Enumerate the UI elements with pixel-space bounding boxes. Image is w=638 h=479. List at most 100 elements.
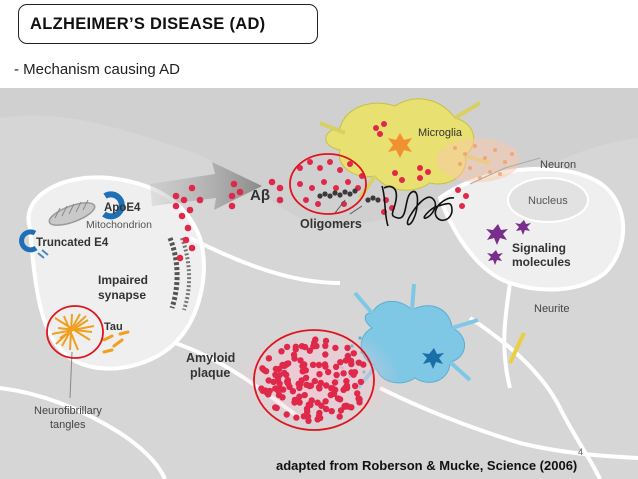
plaque-dot — [301, 361, 308, 368]
tau-tangles — [51, 313, 95, 351]
plaque-dot — [351, 382, 359, 390]
page-title: ALZHEIMER’S DISEASE (AD) — [30, 14, 266, 33]
plaque-dot — [306, 347, 313, 354]
plaque-dot — [332, 363, 340, 371]
plaque-dot — [305, 417, 312, 424]
plaque-dot — [304, 408, 311, 415]
oligomer-chains — [317, 188, 381, 203]
tau-fragments — [102, 330, 130, 354]
plaque-dot — [348, 360, 355, 368]
amyloid-plaque — [236, 326, 400, 430]
plaque-dot — [316, 409, 323, 417]
plaque-dot — [297, 357, 304, 364]
plaque-dot — [342, 357, 350, 364]
plaque-dot — [331, 379, 339, 386]
plaque-dot — [321, 361, 329, 368]
plaque-dot — [354, 390, 361, 397]
plaque-dot — [336, 413, 343, 420]
page-number: 4 — [578, 447, 583, 457]
nucleus-label: Nucleus — [528, 195, 568, 207]
plaque-dot — [285, 360, 292, 367]
plaque-dot — [314, 399, 321, 406]
plaque-dot — [322, 351, 329, 358]
plaque-dot — [283, 343, 291, 351]
tau-label: Tau — [104, 321, 123, 333]
plaque-dot — [337, 359, 344, 366]
plaque-dot — [334, 395, 342, 402]
plaque-dot — [327, 391, 334, 399]
mitochondrion-label: Mitochondrion — [86, 219, 152, 231]
plaque-dot — [283, 378, 291, 386]
plaque-dot — [322, 337, 330, 345]
apoe4-marker: ApoE4 — [102, 191, 141, 220]
plaque-dot — [303, 381, 310, 388]
plaque-dot — [322, 398, 329, 405]
plaque-dot — [340, 370, 347, 377]
plaque-dot — [343, 382, 351, 389]
mitochondrion: Mitochondrion — [48, 199, 152, 231]
neurite-label: Neurite — [534, 303, 569, 315]
plaque-dot — [316, 371, 323, 378]
neuron-cell: Neuron Nucleus — [469, 157, 589, 223]
abeta-monomers — [172, 121, 469, 262]
microglia-label: Microglia — [418, 127, 463, 139]
oligomers-label: Oligomers — [300, 217, 362, 231]
plaque-dot — [355, 359, 363, 366]
plaque-dot — [309, 361, 317, 368]
amyloid-plaque-label-2: plaque — [190, 366, 230, 380]
plaque-dot — [312, 336, 319, 343]
plaque-dot — [296, 381, 303, 388]
plaque-dot — [273, 404, 280, 412]
plaque-dot — [351, 369, 359, 376]
truncated-e4-label: Truncated E4 — [36, 237, 109, 249]
microglia-cell: Microglia — [319, 98, 491, 200]
plaque-dot — [341, 402, 348, 410]
plaque-dot — [311, 377, 318, 385]
plaque-dot — [258, 385, 265, 392]
abeta-oligomers — [297, 159, 365, 207]
plaque-dot — [325, 368, 332, 376]
plaque-dot — [322, 342, 329, 349]
plaque-dot — [344, 344, 351, 352]
plaque-dot — [357, 378, 365, 386]
plaque-dot — [315, 361, 323, 369]
plaque-dot — [322, 405, 330, 413]
plaque-dot — [279, 394, 286, 401]
plaque-dot — [278, 348, 285, 355]
handwritten-scribble — [381, 185, 455, 227]
plaque-dot — [265, 355, 273, 362]
neuron-label: Neuron — [540, 159, 576, 171]
neurofibrillary-label-1: Neurofibrillary — [34, 405, 102, 417]
cytokine-cloud — [436, 138, 520, 182]
plaque-dot — [272, 365, 280, 373]
mechanism-diagram: Microglia Neuron Nucleus Mitochondrion A… — [0, 88, 638, 479]
annotation-circle-tau — [46, 305, 104, 359]
amyloid-plaque-label-1: Amyloid — [186, 351, 235, 365]
neurite-synapse-yellow — [508, 332, 526, 364]
plaque-dot — [263, 388, 270, 396]
neurofibrillary-label-2: tangles — [50, 419, 86, 431]
title-box: ALZHEIMER’S DISEASE (AD) — [18, 4, 318, 44]
annotation-circle-oligomers — [289, 153, 367, 215]
plaque-dot — [333, 371, 340, 379]
impaired-synapse-label-2: synapse — [98, 288, 146, 302]
plaque-dot — [328, 408, 335, 415]
plaque-dot — [283, 371, 290, 379]
plaque-dot — [259, 365, 266, 372]
plaque-dot — [301, 391, 308, 399]
plaque-dot — [272, 385, 279, 392]
signaling-label-1: Signaling — [512, 241, 566, 255]
truncated-e4-marker: Truncated E4 — [19, 229, 109, 259]
plaque-dot — [355, 395, 362, 402]
page-subtitle: - Mechanism causing AD — [14, 61, 180, 78]
plaque-dot — [291, 355, 298, 362]
plaque-dot — [350, 350, 357, 357]
plaque-dot — [289, 388, 297, 395]
plaque-dot — [348, 404, 355, 411]
credit-text: adapted from Roberson & Mucke, Science (… — [276, 458, 577, 473]
plaque-dot — [283, 411, 290, 418]
plaque-dot — [332, 344, 339, 352]
signaling-label-2: molecules — [512, 255, 571, 269]
annotation-circle-plaque — [253, 329, 375, 431]
plaque-dot — [295, 397, 302, 405]
